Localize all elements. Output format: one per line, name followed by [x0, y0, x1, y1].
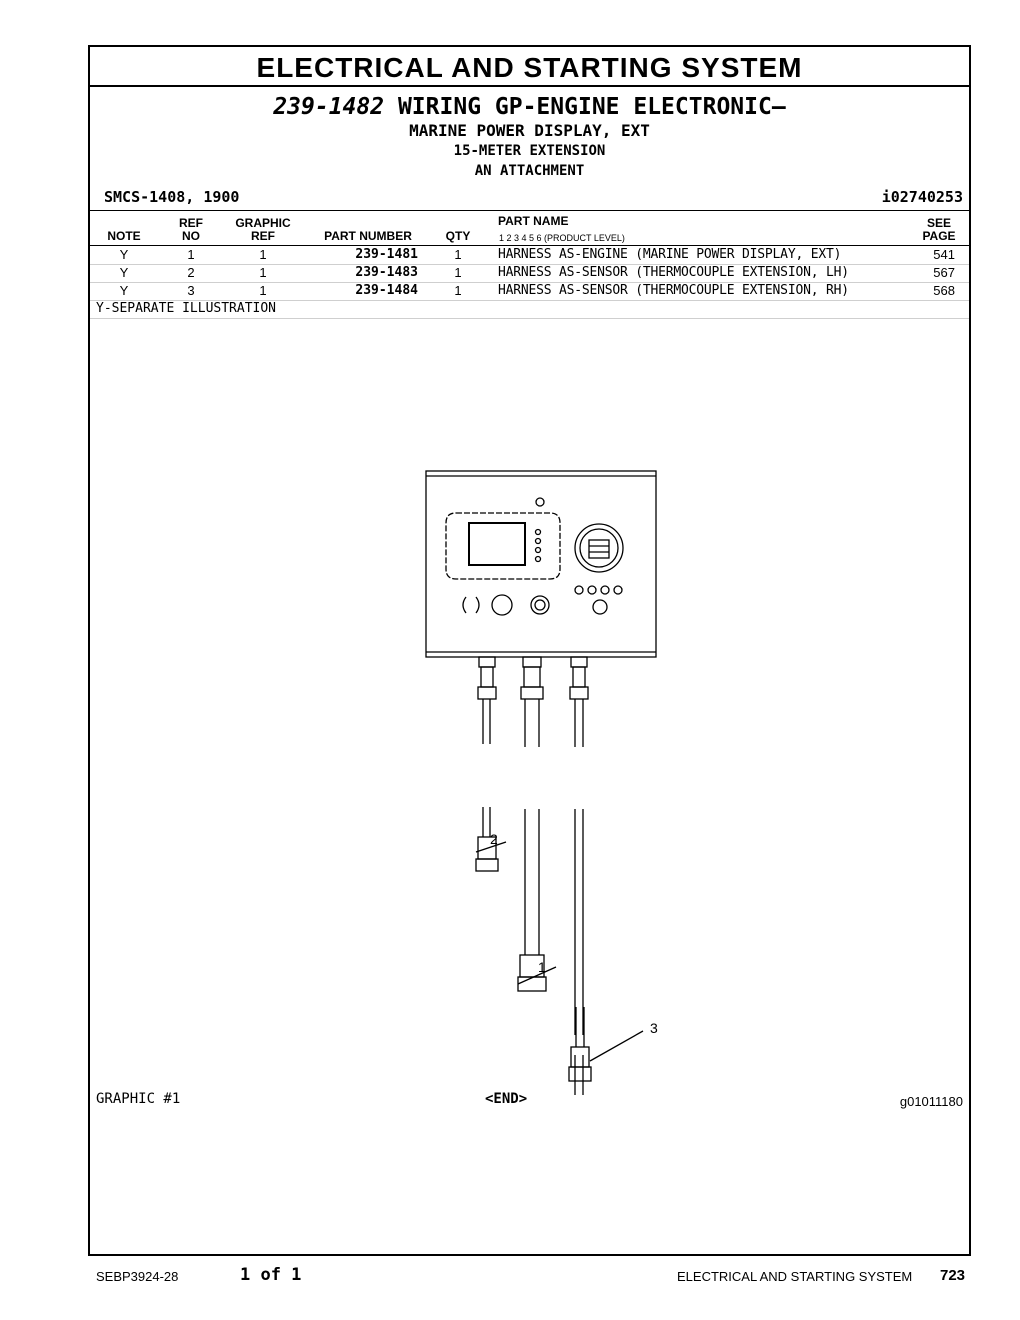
cell-part-number: 239-1483 [355, 265, 418, 280]
cell-part-name: HARNESS AS-ENGINE (MARINE POWER DISPLAY,… [498, 247, 842, 262]
cell-qty: 1 [454, 283, 462, 298]
col-graphic-ref-2: REF [251, 229, 275, 243]
col-graphic-ref-1: GRAPHIC [235, 216, 291, 230]
cell-see-page: 568 [933, 283, 955, 298]
section-title: ELECTRICAL AND STARTING SYSTEM [256, 52, 803, 83]
divider [90, 245, 969, 246]
cell-part-number: 239-1484 [355, 283, 418, 298]
table-row: Y 3 1 239-1484 1 HARNESS AS-SENSOR (THER… [90, 282, 969, 301]
col-part-name: PART NAME [498, 214, 569, 228]
footer-doc-number: SEBP3924-28 [96, 1269, 179, 1284]
cell-note: Y [119, 265, 129, 280]
col-ref-1: REF [179, 216, 203, 230]
title-subline-3: AN ATTACHMENT [474, 163, 585, 179]
col-see-page-1: SEE [926, 216, 951, 230]
cell-part-name: HARNESS AS-SENSOR (THERMOCOUPLE EXTENSIO… [498, 283, 849, 298]
callout-1: 1 [538, 959, 546, 975]
document-id: i02740253 [881, 188, 963, 206]
footer-section: ELECTRICAL AND STARTING SYSTEM [677, 1269, 913, 1284]
cell-graphic-ref: 1 [259, 283, 267, 298]
cell-graphic-ref: 1 [259, 265, 267, 280]
end-marker: <END> [485, 1091, 528, 1107]
graphic-label: GRAPHIC #1 [96, 1091, 181, 1107]
footer-page-number: 723 [940, 1267, 966, 1284]
col-product-levels: 1 2 3 4 5 6 (PRODUCT LEVEL) [499, 233, 625, 243]
table-row: Y 2 1 239-1483 1 HARNESS AS-SENSOR (THER… [90, 264, 969, 283]
display-panel-housing [425, 470, 657, 658]
cell-qty: 1 [454, 247, 462, 262]
cell-qty: 1 [454, 265, 462, 280]
table-row: Y 1 1 239-1481 1 HARNESS AS-ENGINE (MARI… [90, 246, 969, 265]
footer-page-count: 1 of 1 [240, 1265, 302, 1285]
divider [90, 85, 969, 87]
page-frame: ELECTRICAL AND STARTING SYSTEM 239-1482 … [88, 45, 971, 1256]
harness-illustration: 2 1 [425, 470, 657, 1095]
cell-ref-no: 2 [187, 265, 195, 280]
cell-graphic-ref: 1 [259, 247, 267, 262]
callout-3: 3 [650, 1020, 658, 1036]
footnote: Y-SEPARATE ILLUSTRATION [96, 301, 277, 316]
title-subline-2: 15-METER EXTENSION [453, 143, 606, 159]
title-subline-1: MARINE POWER DISPLAY, EXT [409, 121, 650, 140]
cell-note: Y [119, 247, 129, 262]
col-ref-2: NO [182, 229, 200, 243]
divider [90, 210, 969, 211]
col-see-page-2: PAGE [922, 229, 956, 243]
cell-ref-no: 1 [187, 247, 195, 262]
cell-part-name: HARNESS AS-SENSOR (THERMOCOUPLE EXTENSIO… [498, 265, 849, 280]
cell-see-page: 541 [933, 247, 955, 262]
cell-part-number: 239-1481 [355, 247, 418, 262]
graphic-code: g01011180 [899, 1094, 963, 1109]
harness-3-illustration: 3 [568, 1007, 658, 1082]
col-qty: QTY [445, 229, 471, 243]
footnote-row: Y-SEPARATE ILLUSTRATION [90, 300, 969, 319]
col-note: NOTE [107, 229, 141, 243]
cell-see-page: 567 [933, 265, 955, 280]
smcs-code: SMCS-1408, 1900 [104, 188, 240, 206]
group-name: WIRING GP-ENGINE ELECTRONIC– [397, 94, 786, 120]
group-number: 239-1482 [273, 94, 385, 120]
cell-note: Y [119, 283, 129, 298]
col-part-number: PART NUMBER [324, 229, 412, 243]
page-title: 239-1482 WIRING GP-ENGINE ELECTRONIC– [90, 93, 969, 121]
cell-ref-no: 3 [187, 283, 195, 298]
callout-2: 2 [490, 831, 498, 847]
